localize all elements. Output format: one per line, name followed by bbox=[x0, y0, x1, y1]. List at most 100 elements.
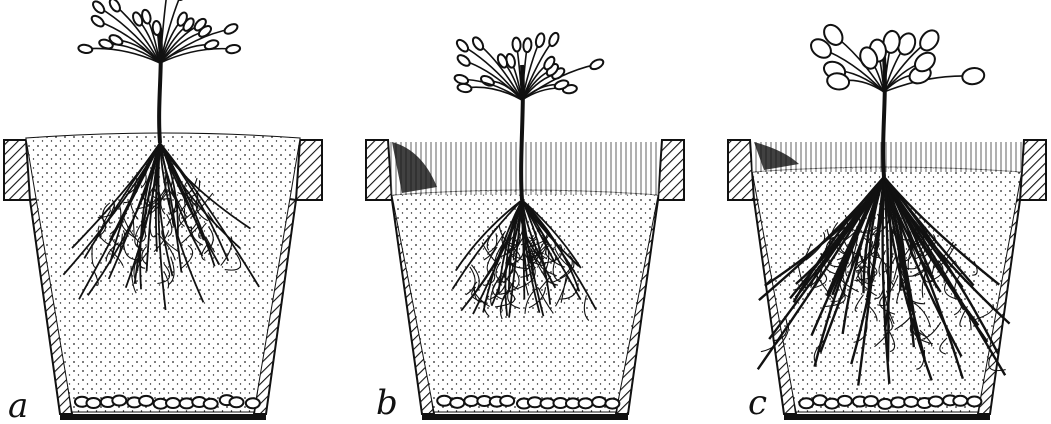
rootlet bbox=[988, 353, 1006, 372]
pebble bbox=[539, 397, 556, 410]
rootlet bbox=[887, 328, 896, 353]
rootlet bbox=[179, 244, 194, 270]
leaf bbox=[913, 51, 936, 73]
stem bbox=[881, 56, 887, 178]
rootlet bbox=[874, 319, 890, 348]
rootlet bbox=[908, 234, 914, 259]
rootlet bbox=[856, 237, 880, 265]
pebble bbox=[228, 396, 245, 409]
rootlet bbox=[492, 279, 503, 300]
rootlet bbox=[865, 277, 872, 301]
rootlet bbox=[772, 316, 788, 342]
root bbox=[504, 199, 523, 316]
pebble bbox=[877, 397, 894, 410]
rootlet bbox=[921, 272, 926, 298]
rootlet bbox=[507, 282, 521, 309]
root bbox=[139, 142, 161, 290]
root bbox=[83, 142, 161, 259]
rootlet bbox=[930, 260, 936, 276]
leaf bbox=[810, 38, 832, 59]
root bbox=[109, 142, 161, 264]
rootlet bbox=[853, 241, 874, 272]
rootlet bbox=[813, 339, 825, 366]
leaf bbox=[176, 11, 188, 27]
leaf bbox=[453, 73, 470, 85]
rootlet bbox=[916, 349, 926, 370]
rootlet bbox=[810, 265, 820, 288]
rootlet bbox=[220, 236, 233, 266]
pebble bbox=[449, 396, 466, 409]
rootlet bbox=[912, 316, 933, 345]
pebble bbox=[577, 397, 594, 410]
pebble bbox=[591, 396, 608, 409]
leaf bbox=[553, 79, 570, 91]
rootlet bbox=[166, 213, 173, 238]
rootlet bbox=[141, 245, 149, 266]
rootlet bbox=[224, 252, 242, 271]
rootlet bbox=[183, 208, 192, 229]
leaf bbox=[471, 36, 485, 51]
pebble bbox=[202, 397, 219, 410]
rootlet bbox=[130, 265, 137, 294]
rootlet bbox=[924, 265, 934, 283]
rootlet bbox=[830, 284, 846, 303]
rootlet bbox=[552, 255, 561, 283]
rootlet bbox=[908, 254, 926, 277]
rootlet bbox=[831, 232, 841, 250]
rootlet bbox=[136, 232, 145, 252]
leaf bbox=[511, 36, 522, 53]
rootlet bbox=[560, 275, 568, 303]
pebble bbox=[903, 395, 920, 408]
root bbox=[883, 176, 1000, 355]
pebble bbox=[111, 394, 128, 407]
leaf bbox=[882, 29, 901, 54]
rootlet bbox=[195, 197, 209, 222]
rootlet bbox=[528, 244, 536, 269]
leaf bbox=[919, 29, 940, 52]
rootlet bbox=[109, 248, 124, 267]
rootlet bbox=[884, 294, 895, 325]
rootlet bbox=[878, 250, 887, 276]
leaf bbox=[151, 20, 162, 37]
pot-rim-left bbox=[3, 139, 32, 201]
leaf bbox=[826, 72, 851, 91]
rootlet bbox=[854, 264, 878, 281]
pebble bbox=[138, 394, 155, 407]
rootlet bbox=[972, 303, 994, 321]
leaf bbox=[223, 23, 239, 35]
rootlet bbox=[554, 277, 569, 307]
leaf bbox=[98, 38, 114, 50]
leaf bbox=[203, 39, 220, 51]
rootlet bbox=[471, 264, 480, 289]
leaf bbox=[132, 11, 144, 27]
rootlet bbox=[483, 295, 490, 317]
pebble bbox=[823, 397, 840, 410]
rootlet bbox=[523, 279, 529, 296]
rootlet bbox=[919, 329, 933, 347]
rootlet bbox=[972, 260, 978, 276]
rootlet bbox=[177, 177, 198, 195]
rootlet bbox=[193, 192, 214, 217]
pebble bbox=[927, 395, 944, 408]
rootlet bbox=[922, 321, 942, 340]
rootlet bbox=[883, 256, 896, 273]
rootlet bbox=[939, 337, 948, 355]
rootlet bbox=[879, 294, 896, 315]
root bbox=[159, 142, 260, 288]
rootlet bbox=[483, 233, 498, 261]
panel-label-b: b bbox=[376, 383, 398, 423]
rootlet bbox=[561, 283, 579, 300]
pebble bbox=[499, 394, 516, 407]
rootlet bbox=[507, 247, 518, 278]
rootlet bbox=[760, 334, 782, 353]
pebble bbox=[836, 394, 853, 407]
rootlet bbox=[909, 316, 916, 334]
root bbox=[159, 142, 204, 257]
rootlet bbox=[884, 275, 899, 300]
root bbox=[882, 176, 926, 360]
stem bbox=[519, 64, 525, 201]
rootlet bbox=[853, 318, 868, 343]
rootlet bbox=[846, 249, 854, 268]
rootlet bbox=[153, 231, 169, 253]
